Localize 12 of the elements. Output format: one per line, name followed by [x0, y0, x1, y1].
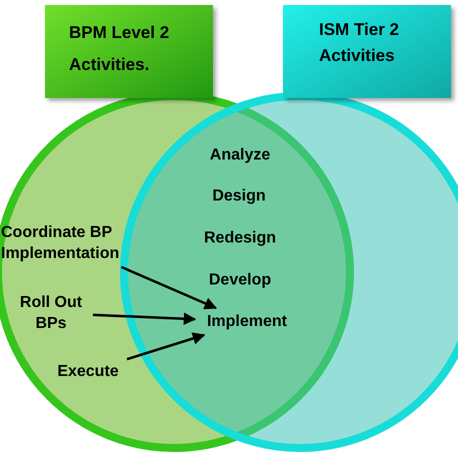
activity-label: Analyze — [210, 146, 270, 166]
activity-text: Roll Out BPs — [12, 292, 90, 334]
activity-text: Execute — [52, 361, 124, 382]
activity-label: Design — [212, 186, 266, 206]
activity-label: Develop — [208, 270, 272, 290]
activity-text: Coordinate BP Implementation — [1, 222, 131, 264]
activity-text: Implement — [198, 311, 296, 332]
heading-box: BPM Level 2 Activities. — [45, 5, 213, 98]
arrow — [120, 266, 218, 310]
activity-label: Redesign — [204, 228, 276, 248]
heading-box: ISM Tier 2 Activities — [283, 5, 451, 98]
arrow — [92, 312, 196, 325]
